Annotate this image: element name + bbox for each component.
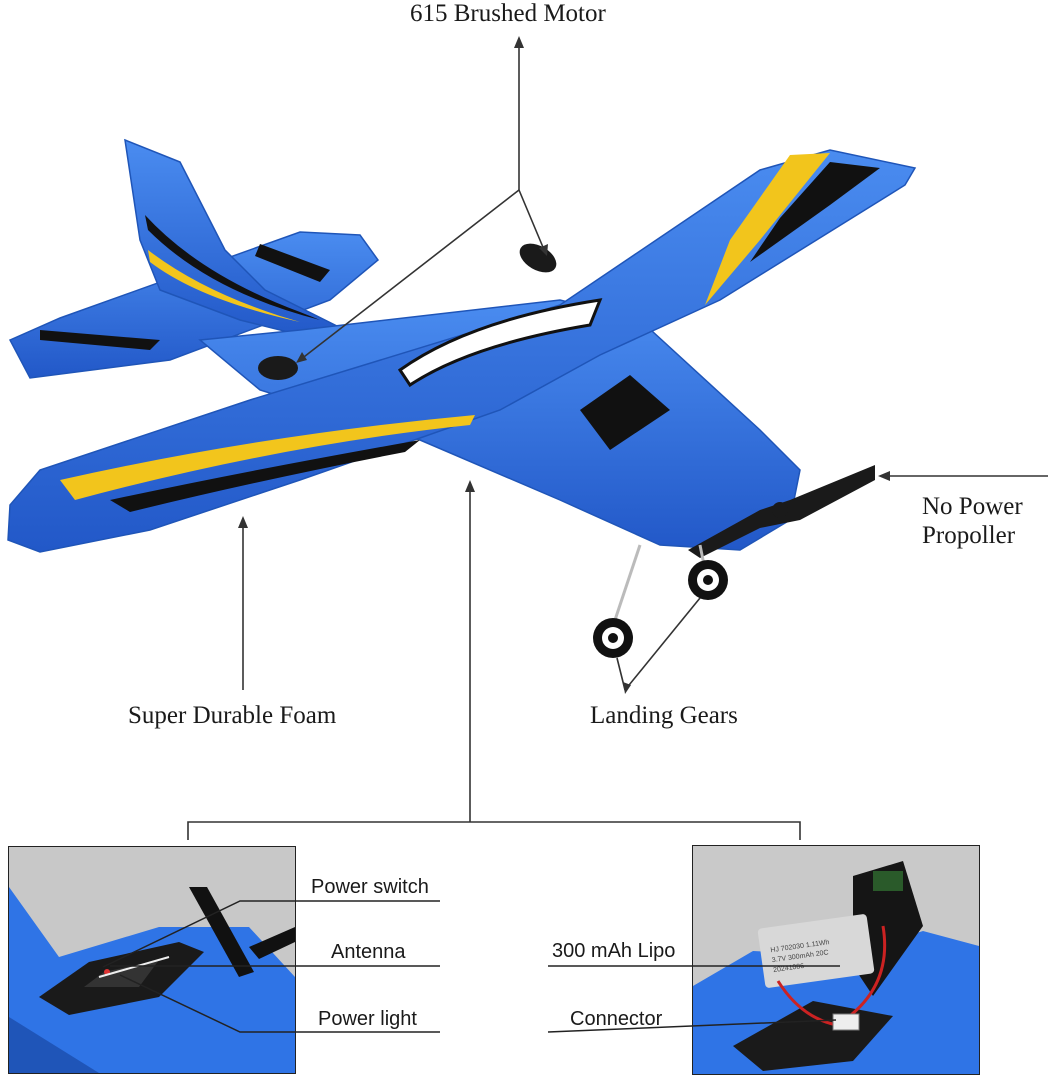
lipo-battery: [757, 914, 875, 988]
left-detail-photo: [8, 846, 296, 1074]
motor-top: [519, 243, 557, 273]
motor-rear: [258, 356, 298, 380]
arrow-head-motor-top: [539, 244, 548, 256]
power-light-label: Power light: [318, 1008, 417, 1030]
propeller-label-line1: No Power: [922, 493, 1023, 520]
windshield: [580, 375, 670, 450]
arrow-head-foam: [238, 516, 248, 528]
arrow-head-center: [465, 480, 475, 492]
battery-compartment-illustration: HJ 702030 1.11Wh 3.7V 300mAh 20C 2024108…: [693, 861, 979, 1074]
arrow-head-gear: [623, 682, 631, 694]
connector-label: Connector: [570, 1008, 663, 1030]
wheel-front: [688, 560, 728, 600]
arrow-head-motor-rear: [296, 352, 307, 363]
power-switch-illustration: [9, 887, 295, 1073]
landing-gears-label: Landing Gears: [590, 702, 738, 729]
wheel-rear: [593, 618, 633, 658]
foam-label: Super Durable Foam: [128, 702, 337, 729]
arrow-head-propeller: [878, 471, 890, 481]
power-switch-label: Power switch: [311, 876, 429, 898]
antenna-label: Antenna: [331, 941, 406, 963]
battery-print-line3: 20241086: [773, 963, 805, 974]
connector-plug: [832, 1013, 860, 1031]
battery-label: 300 mAh Lipo: [552, 940, 676, 962]
motor-label: 615 Brushed Motor: [410, 0, 606, 27]
right-detail-photo: HJ 702030 1.11Wh 3.7V 300mAh 20C 2024108…: [692, 845, 980, 1075]
propeller-label-line2: Propoller: [922, 522, 1016, 549]
arrow-head-motor: [514, 36, 524, 48]
